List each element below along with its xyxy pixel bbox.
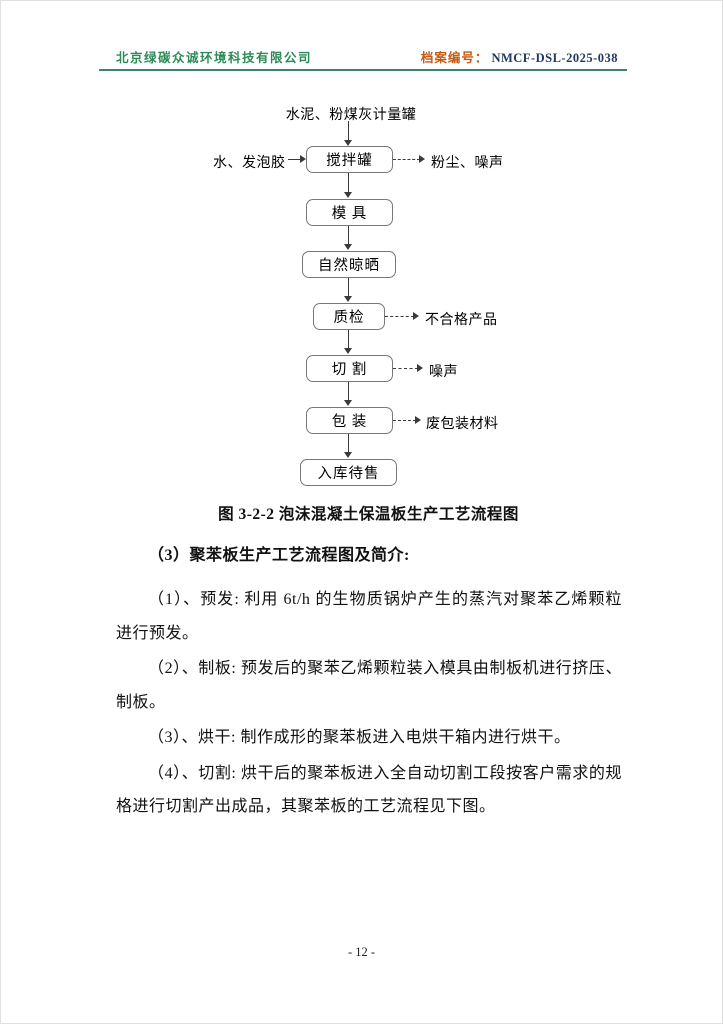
arrow-down-icon [344, 121, 353, 146]
arrow-down-icon [344, 173, 353, 198]
flow-node-mold: 模 具 [306, 199, 393, 226]
emission-dust-noise: 粉尘、噪声 [431, 156, 504, 171]
flow-node-packaging: 包 装 [306, 407, 393, 434]
flow-node-cutting: 切 割 [306, 355, 393, 382]
paragraph-board-making: （2）、制板: 预发后的聚苯乙烯颗粒装入模具由制板机进行挤压、制板。 [116, 660, 622, 711]
archive-number: NMCF-DSL-2025-038 [491, 51, 618, 65]
page-number: - 12 - [347, 945, 376, 959]
page-header: 北京绿碳众诚环境科技有限公司 档案编号： NMCF-DSL-2025-038 [116, 47, 618, 66]
flow-node-mixing-tank: 搅拌罐 [306, 146, 393, 173]
dashed-arrow-right-icon [385, 312, 419, 321]
emission-rejected-products: 不合格产品 [425, 313, 498, 328]
figure-caption: 图 3-2-2 泡沫混凝土保温板生产工艺流程图 [218, 506, 519, 523]
paragraph-prefoaming: （1）、预发: 利用 6t/h 的生物质锅炉产生的蒸汽对聚苯乙烯颗粒进行预发。 [116, 591, 622, 642]
dashed-arrow-right-icon [393, 416, 421, 425]
flow-node-warehouse-sale: 入库待售 [300, 459, 397, 486]
archive-id: 档案编号： NMCF-DSL-2025-038 [421, 47, 618, 66]
arrow-down-icon [344, 382, 353, 406]
section-heading: （3）聚苯板生产工艺流程图及简介: [148, 547, 410, 564]
archive-label: 档案编号： [420, 51, 489, 65]
body-text: （3）聚苯板生产工艺流程图及简介: （1）、预发: 利用 6t/h 的生物质锅炉… [116, 542, 622, 826]
arrow-right-icon [288, 155, 306, 164]
paragraph-cutting: （4）、切割: 烘干后的聚苯板进入全自动切割工段按客户需求的规格进行切割产出成品… [116, 764, 622, 816]
dashed-arrow-right-icon [393, 155, 425, 164]
dashed-arrow-right-icon [393, 364, 423, 373]
arrow-down-icon [344, 226, 353, 250]
header-divider [99, 69, 627, 71]
arrow-down-icon [344, 330, 353, 354]
arrow-down-icon [344, 434, 353, 458]
emission-waste-packaging: 废包装材料 [426, 417, 499, 432]
arrow-down-icon [344, 278, 353, 302]
flow-input-cement-flyash: 水泥、粉煤灰计量罐 [285, 108, 417, 123]
paragraph-drying: （3）、烘干: 制作成形的聚苯板进入电烘干箱内进行烘干。 [148, 729, 571, 746]
flow-input-water-foam: 水、发泡胶 [213, 156, 286, 171]
flow-node-natural-drying: 自然晾晒 [302, 251, 396, 278]
flow-node-quality-inspection: 质检 [313, 303, 385, 330]
company-name: 北京绿碳众诚环境科技有限公司 [116, 51, 313, 65]
emission-noise: 噪声 [429, 365, 458, 380]
